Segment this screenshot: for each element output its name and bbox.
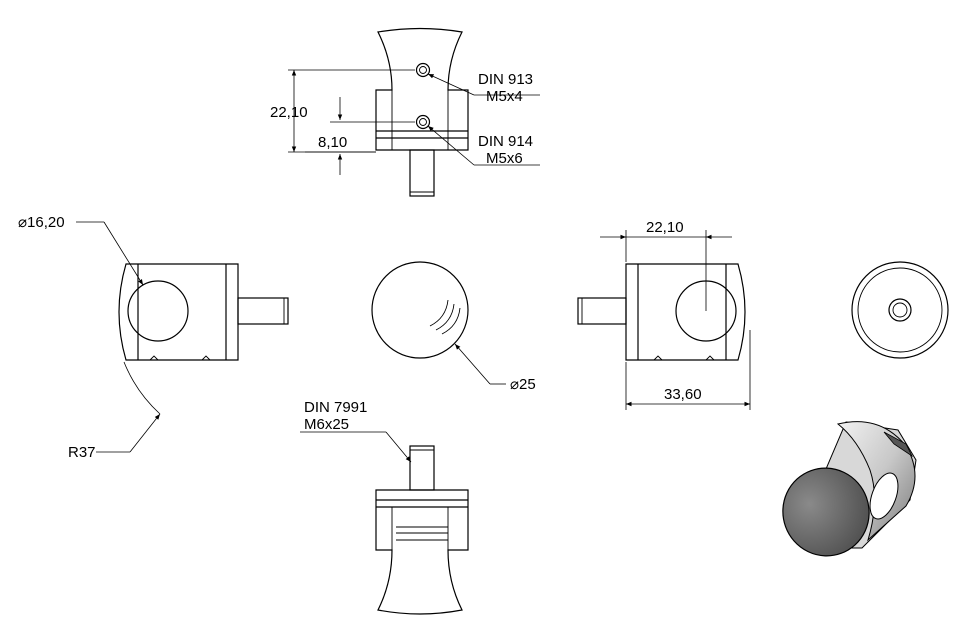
dim-bore-diameter-label: ⌀16,20	[18, 214, 65, 231]
callout-din913: DIN 913 M5x4	[427, 71, 540, 105]
dim-height-inner: 8,10	[305, 97, 415, 175]
dim-bore-diameter: ⌀16,20	[18, 214, 144, 286]
callout-din7991-size: M6x25	[304, 416, 349, 433]
isometric-view	[782, 421, 917, 557]
front-view	[371, 261, 469, 359]
setscrew-hole-lower	[415, 114, 431, 130]
bore-hole-left	[127, 280, 189, 342]
bottom-view	[375, 445, 469, 615]
right-side-view	[577, 263, 746, 361]
dim-hole-position-label: 22,10	[646, 219, 684, 236]
dim-radius-label: R37	[68, 444, 96, 461]
callout-din7991: DIN 7991 M6x25	[300, 399, 412, 463]
top-view	[375, 27, 469, 197]
dim-height-outer-label: 22,10	[270, 104, 308, 121]
dim-body-length: 33,60	[625, 330, 751, 410]
callout-din913-size: M5x4	[486, 88, 523, 105]
callout-din7991-label: DIN 7991	[304, 399, 367, 416]
callout-din914: DIN 914 M5x6	[427, 125, 540, 167]
callout-din913-label: DIN 913	[478, 71, 533, 88]
dim-height-inner-label: 8,10	[318, 134, 347, 151]
dim-hole-position: 22,10	[600, 219, 732, 311]
left-side-view	[118, 263, 289, 361]
dim-radius: R37	[68, 361, 161, 461]
dim-body-diameter: ⌀25	[454, 343, 536, 393]
setscrew-hole-upper	[415, 62, 431, 78]
callout-din914-label: DIN 914	[478, 133, 533, 150]
end-view	[851, 261, 949, 359]
dim-body-length-label: 33,60	[664, 386, 702, 403]
dim-body-diameter-label: ⌀25	[510, 376, 536, 393]
callout-din914-size: M5x6	[486, 150, 523, 167]
